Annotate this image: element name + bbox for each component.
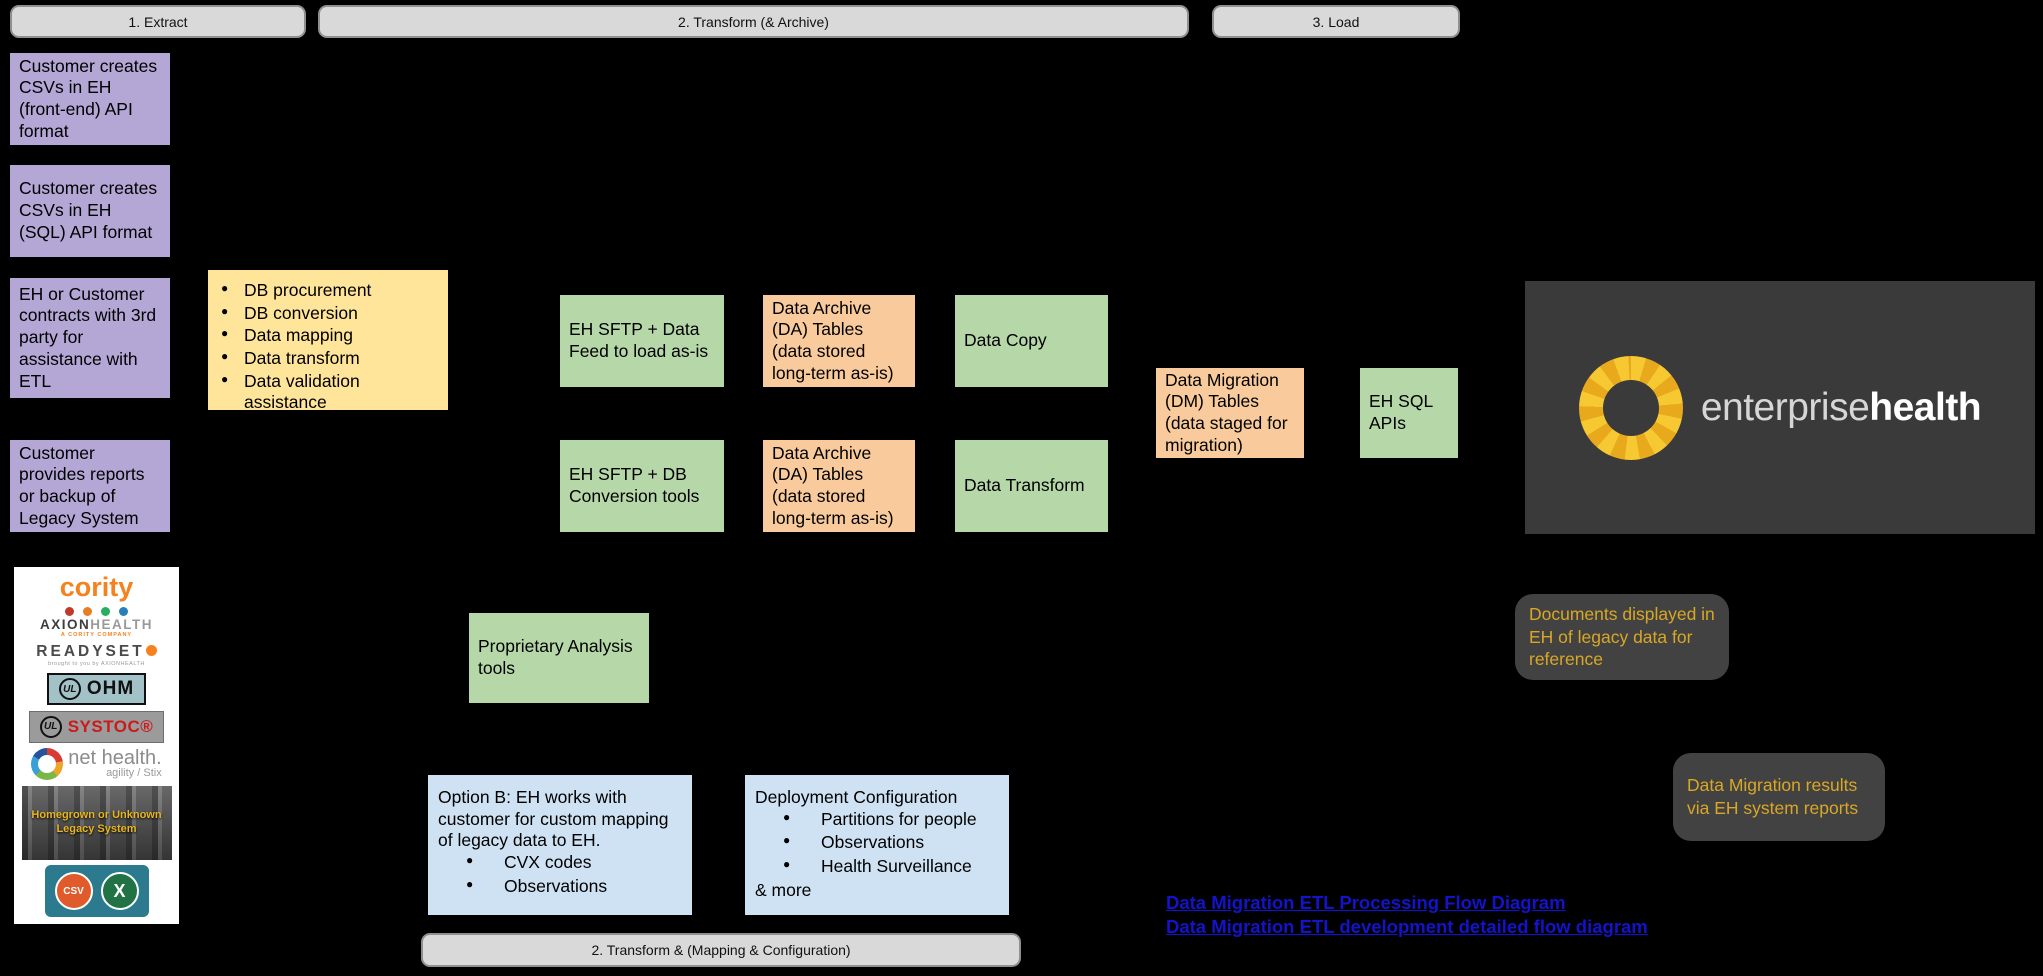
legacy-systems-panel: cority AXIONHEALTH A CORITY COMPANY READ…: [14, 567, 179, 924]
stage-header-load: 3. Load: [1212, 5, 1460, 38]
task-data-mapping: Data mapping: [217, 325, 439, 347]
stage-header-transform-archive: 2. Transform (& Archive): [318, 5, 1189, 38]
stage-header-load-label: 3. Load: [1312, 13, 1360, 30]
stage-header-extract: 1. Extract: [10, 5, 306, 38]
data-archive-tables-box-1: Data Archive (DA) Tables (data stored lo…: [763, 295, 915, 387]
extract-option-sql-csv-text: Customer creates CSVs in EH (SQL) API fo…: [19, 178, 158, 242]
data-transform-box: Data Transform: [955, 440, 1108, 532]
ul-mark-icon: UL: [39, 715, 62, 738]
ul-mark-icon: UL: [58, 678, 81, 700]
axion-dots-icon: [40, 606, 153, 616]
deployment-configuration-bullets: Partitions for people Observations Healt…: [755, 809, 977, 878]
callout-migration-results-text: Data Migration results via EH system rep…: [1687, 775, 1859, 818]
sftp-data-feed-box: EH SFTP + Data Feed to load as-is: [560, 295, 724, 387]
callout-documents-displayed-text: Documents displayed in EH of legacy data…: [1529, 603, 1715, 670]
cority-logo: cority: [60, 574, 134, 601]
related-diagram-links: Data Migration ETL Processing Flow Diagr…: [1166, 891, 1648, 938]
deployment-partitions: Partitions for people: [755, 809, 977, 831]
data-migration-tables-text: Data Migration (DM) Tables (data staged …: [1165, 369, 1288, 455]
extract-option-third-party-text: EH or Customer contracts with 3rd party …: [19, 283, 157, 391]
axion-name-dark: AXION: [39, 616, 91, 632]
enterprise-health-wordmark: enterprisehealth: [1700, 385, 1982, 430]
deployment-configuration-footer: & more: [755, 879, 812, 900]
readyset-dot-icon: [145, 645, 157, 656]
ohm-logo-text: OHM: [86, 678, 135, 699]
axion-tagline: A CORITY COMPANY: [60, 632, 133, 638]
link-etl-development-detailed-flow-diagram[interactable]: Data Migration ETL development detailed …: [1166, 915, 1648, 937]
option-b-observations: Observations: [438, 876, 682, 898]
cority-logo-text: cority: [59, 572, 134, 602]
option-b-bullets: CVX codes Observations: [438, 852, 682, 897]
third-party-task-list: DB procurement DB conversion Data mappin…: [208, 270, 448, 412]
net-health-name: net health.: [68, 747, 162, 770]
readyset-name: READYSET: [36, 643, 145, 660]
eh-sql-apis-text: EH SQL APIs: [1369, 391, 1433, 433]
task-data-validation: Data validation assistance: [217, 371, 439, 414]
extract-option-third-party: EH or Customer contracts with 3rd party …: [10, 278, 170, 398]
systoc-logo: UL SYSTOC®: [28, 710, 165, 743]
extract-option-frontend-csv: Customer creates CSVs in EH (front-end) …: [10, 53, 170, 145]
deployment-health-surveillance: Health Surveillance: [755, 856, 977, 878]
data-archive-tables-text-2: Data Archive (DA) Tables (data stored lo…: [772, 442, 894, 528]
stage-header-transform-archive-label: 2. Transform (& Archive): [678, 13, 829, 30]
ohm-logo: UL OHM: [46, 673, 147, 705]
proprietary-analysis-text: Proprietary Analysis tools: [478, 636, 633, 678]
data-transform-text: Data Transform: [964, 475, 1085, 496]
homegrown-legacy-caption: Homegrown or Unknown Legacy System: [31, 809, 162, 835]
third-party-task-items: DB procurement DB conversion Data mappin…: [217, 280, 439, 415]
task-data-transform: Data transform: [217, 348, 439, 370]
net-health-logo: net health. agility / Stix: [31, 747, 162, 780]
eh-sql-apis-box: EH SQL APIs: [1360, 368, 1458, 458]
systoc-logo-text: SYSTOC®: [67, 716, 154, 736]
file-formats-badge: CSV X: [44, 865, 149, 917]
sftp-db-conversion-box: EH SFTP + DB Conversion tools: [560, 440, 724, 532]
task-db-procurement: DB procurement: [217, 280, 439, 302]
deployment-configuration-title: Deployment Configuration: [755, 787, 958, 807]
extract-option-sql-csv: Customer creates CSVs in EH (SQL) API fo…: [10, 165, 170, 257]
enterprise-health-panel: enterprisehealth: [1525, 281, 2035, 534]
net-health-ring-icon: [31, 748, 64, 780]
enterprise-health-logo-icon: [1578, 355, 1683, 460]
stage-header-transform-mapping: 2. Transform & (Mapping & Configuration): [421, 933, 1021, 967]
axion-health-logo: AXIONHEALTH A CORITY COMPANY: [39, 606, 153, 639]
proprietary-analysis-box: Proprietary Analysis tools: [469, 613, 649, 703]
extract-option-reports-backup: Customer provides reports or backup of L…: [10, 440, 170, 532]
brand-word-health: health: [1869, 385, 1982, 429]
data-archive-tables-box-2: Data Archive (DA) Tables (data stored lo…: [763, 440, 915, 532]
excel-file-icon: X: [100, 872, 139, 910]
callout-migration-results: Data Migration results via EH system rep…: [1673, 753, 1885, 841]
deployment-observations: Observations: [755, 832, 977, 854]
stage-header-transform-mapping-label: 2. Transform & (Mapping & Configuration): [591, 942, 851, 958]
readyset-tagline: brought to you by AXIONHEALTH: [48, 661, 145, 667]
option-b-title: Option B: EH works with customer for cus…: [438, 787, 669, 851]
sftp-data-feed-text: EH SFTP + Data Feed to load as-is: [569, 319, 709, 361]
callout-documents-displayed: Documents displayed in EH of legacy data…: [1515, 594, 1729, 680]
axion-name-light: HEALTH: [90, 616, 153, 632]
link-etl-processing-flow-diagram[interactable]: Data Migration ETL Processing Flow Diagr…: [1166, 892, 1566, 913]
extract-option-frontend-csv-text: Customer creates CSVs in EH (front-end) …: [19, 55, 158, 141]
data-migration-tables-box: Data Migration (DM) Tables (data staged …: [1156, 368, 1304, 458]
option-b-mapping-box: Option B: EH works with customer for cus…: [428, 775, 692, 915]
deployment-configuration-box: Deployment Configuration Partitions for …: [745, 775, 1009, 915]
stage-header-extract-label: 1. Extract: [128, 13, 188, 30]
data-copy-text: Data Copy: [964, 330, 1047, 351]
option-b-cvx-codes: CVX codes: [438, 852, 682, 874]
extract-option-reports-backup-text: Customer provides reports or backup of L…: [19, 442, 145, 528]
net-health-tagline: agility / Stix: [106, 767, 162, 780]
data-copy-box: Data Copy: [955, 295, 1108, 387]
csv-file-icon: CSV: [54, 872, 93, 910]
readyset-logo: READYSET brought to you by AXIONHEALTH: [36, 643, 157, 668]
sftp-db-conversion-text: EH SFTP + DB Conversion tools: [569, 464, 700, 506]
brand-word-enterprise: enterprise: [1700, 385, 1870, 429]
task-db-conversion: DB conversion: [217, 303, 439, 325]
homegrown-legacy-photo: Homegrown or Unknown Legacy System: [21, 785, 172, 860]
data-archive-tables-text-1: Data Archive (DA) Tables (data stored lo…: [772, 297, 894, 383]
